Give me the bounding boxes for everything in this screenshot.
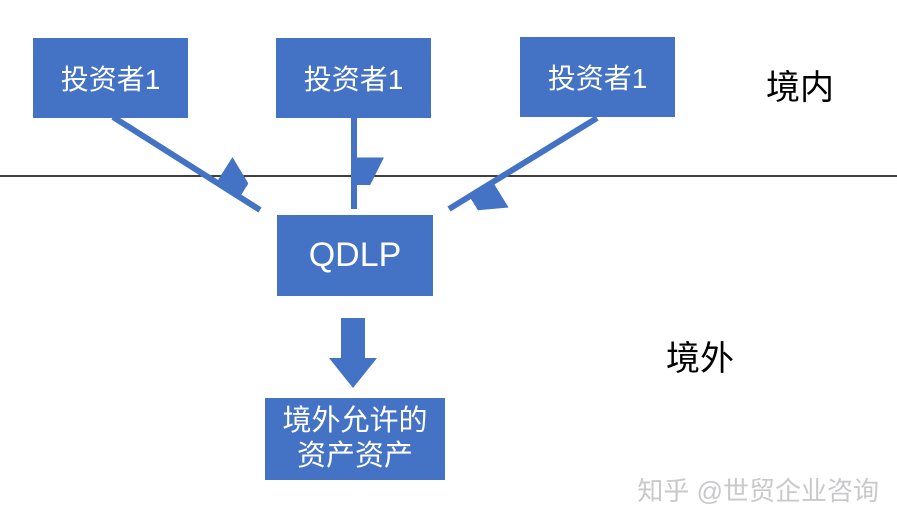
arrow-investor3-to-qdlp (447, 115, 599, 209)
region-label-domestic: 境内 (766, 69, 834, 107)
arrow-qdlp-to-assets (329, 318, 377, 388)
node-investor-1: 投资者1 (33, 38, 188, 118)
node-investor-1-label: 投资者1 (60, 64, 161, 95)
node-investor-2: 投资者1 (276, 38, 431, 118)
node-investor-3: 投资者1 (520, 37, 675, 117)
node-overseas-assets: 境外允许的 资产资产 (265, 398, 445, 480)
node-qdlp-label: QDLP (308, 236, 402, 274)
arrow-investor1-to-qdlp (111, 114, 262, 213)
node-investor-3-label: 投资者1 (547, 63, 648, 94)
region-label-overseas: 境外 (666, 340, 734, 378)
node-qdlp: QDLP (277, 215, 433, 296)
zhihu-watermark: 知乎 @世贸企业咨询 (637, 476, 879, 506)
node-overseas-assets-label-line2: 资产资产 (296, 440, 413, 472)
node-investor-2-label: 投资者1 (303, 64, 404, 95)
node-overseas-assets-label-line1: 境外允许的 (282, 404, 428, 437)
